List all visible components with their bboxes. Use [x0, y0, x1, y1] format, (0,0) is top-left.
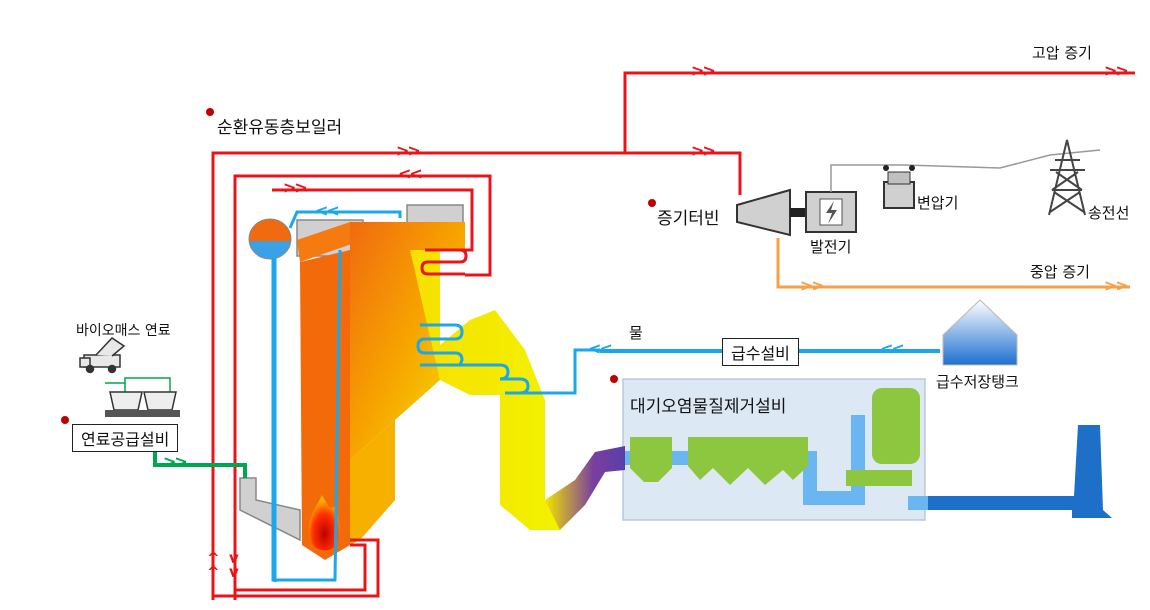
- flame-icon: [308, 495, 341, 551]
- water-label: 물: [629, 324, 643, 342]
- scrubber-base: [846, 470, 912, 486]
- arrow-high-1: >>: [691, 61, 716, 80]
- mid-steam-label: 중압 증기: [1030, 263, 1090, 281]
- arrow-steam-4: >>: [283, 178, 308, 197]
- arrow-high-2: >>: [1104, 61, 1129, 80]
- transmission-tower-icon: [1048, 139, 1086, 216]
- fuel-conveyor: [105, 377, 171, 392]
- fuel-dot: [61, 416, 69, 424]
- arrow-fuel: >>: [163, 452, 188, 471]
- feedwater-box: 급수설비: [722, 338, 799, 366]
- scrubber: [872, 388, 920, 464]
- loop-seal: [350, 420, 395, 545]
- arrow-mid-2: >>: [1104, 276, 1129, 295]
- arrow-up: ^: [207, 549, 220, 567]
- fuel-belt: [105, 410, 180, 417]
- transmission-label: 송전선: [1088, 204, 1130, 222]
- fuel-line: [153, 450, 247, 478]
- water-circuit: [271, 210, 600, 582]
- stack-icon: [908, 425, 1112, 518]
- fuel-supply-box: 연료공급설비: [72, 424, 179, 452]
- fuel-hopper-2: [143, 391, 177, 411]
- power-line: [830, 149, 1101, 192]
- high-steam-label: 고압 증기: [1032, 44, 1092, 62]
- truck-icon: [79, 337, 126, 374]
- arrow-water-2: <<: [588, 339, 613, 358]
- generator-label: 발전기: [810, 238, 852, 256]
- arrow-steam-1: >>: [396, 141, 421, 160]
- arrow-steam-2: >>: [691, 141, 716, 160]
- fuel-chute: [239, 477, 301, 542]
- steam-drum: [248, 218, 292, 260]
- arrow-down-2: v: [229, 563, 239, 581]
- steam-turbine: [736, 188, 791, 237]
- arrow-steam-3: <<: [398, 164, 423, 183]
- flue-duct: [545, 446, 625, 530]
- pollution-dot: [610, 375, 618, 383]
- boiler-dot: [206, 108, 214, 116]
- arrow-water-1: <<: [315, 201, 340, 220]
- cyclone-collector: [630, 437, 672, 482]
- pollution-label: 대기오염물질제거설비: [630, 397, 787, 417]
- feed-tank: [942, 299, 1018, 366]
- steam-circuit: [211, 71, 1135, 600]
- arrow-down: v: [229, 549, 239, 567]
- turbine-dot: [648, 199, 656, 207]
- mid-steam-line: [776, 238, 1130, 289]
- lightning-icon: [826, 201, 837, 224]
- arrow-water-3: <<: [880, 339, 905, 358]
- transformer: [883, 181, 915, 209]
- arrow-mid-1: >>: [800, 276, 825, 295]
- transformer-top: [887, 171, 911, 185]
- feed-tank-label: 급수저장탱크: [936, 373, 1019, 391]
- arrow-up-2: ^: [207, 563, 220, 581]
- baghouse-filter: [688, 437, 808, 485]
- transformer-label: 변압기: [917, 194, 959, 212]
- turbine-label: 증기터빈: [657, 209, 720, 229]
- turbine-shaft: [790, 208, 806, 217]
- biomass-label: 바이오매스 연료: [76, 323, 171, 339]
- fuel-hopper-1: [109, 391, 143, 411]
- boiler-label: 순환유동층보일러: [217, 118, 343, 138]
- backpass-duct: [410, 250, 560, 530]
